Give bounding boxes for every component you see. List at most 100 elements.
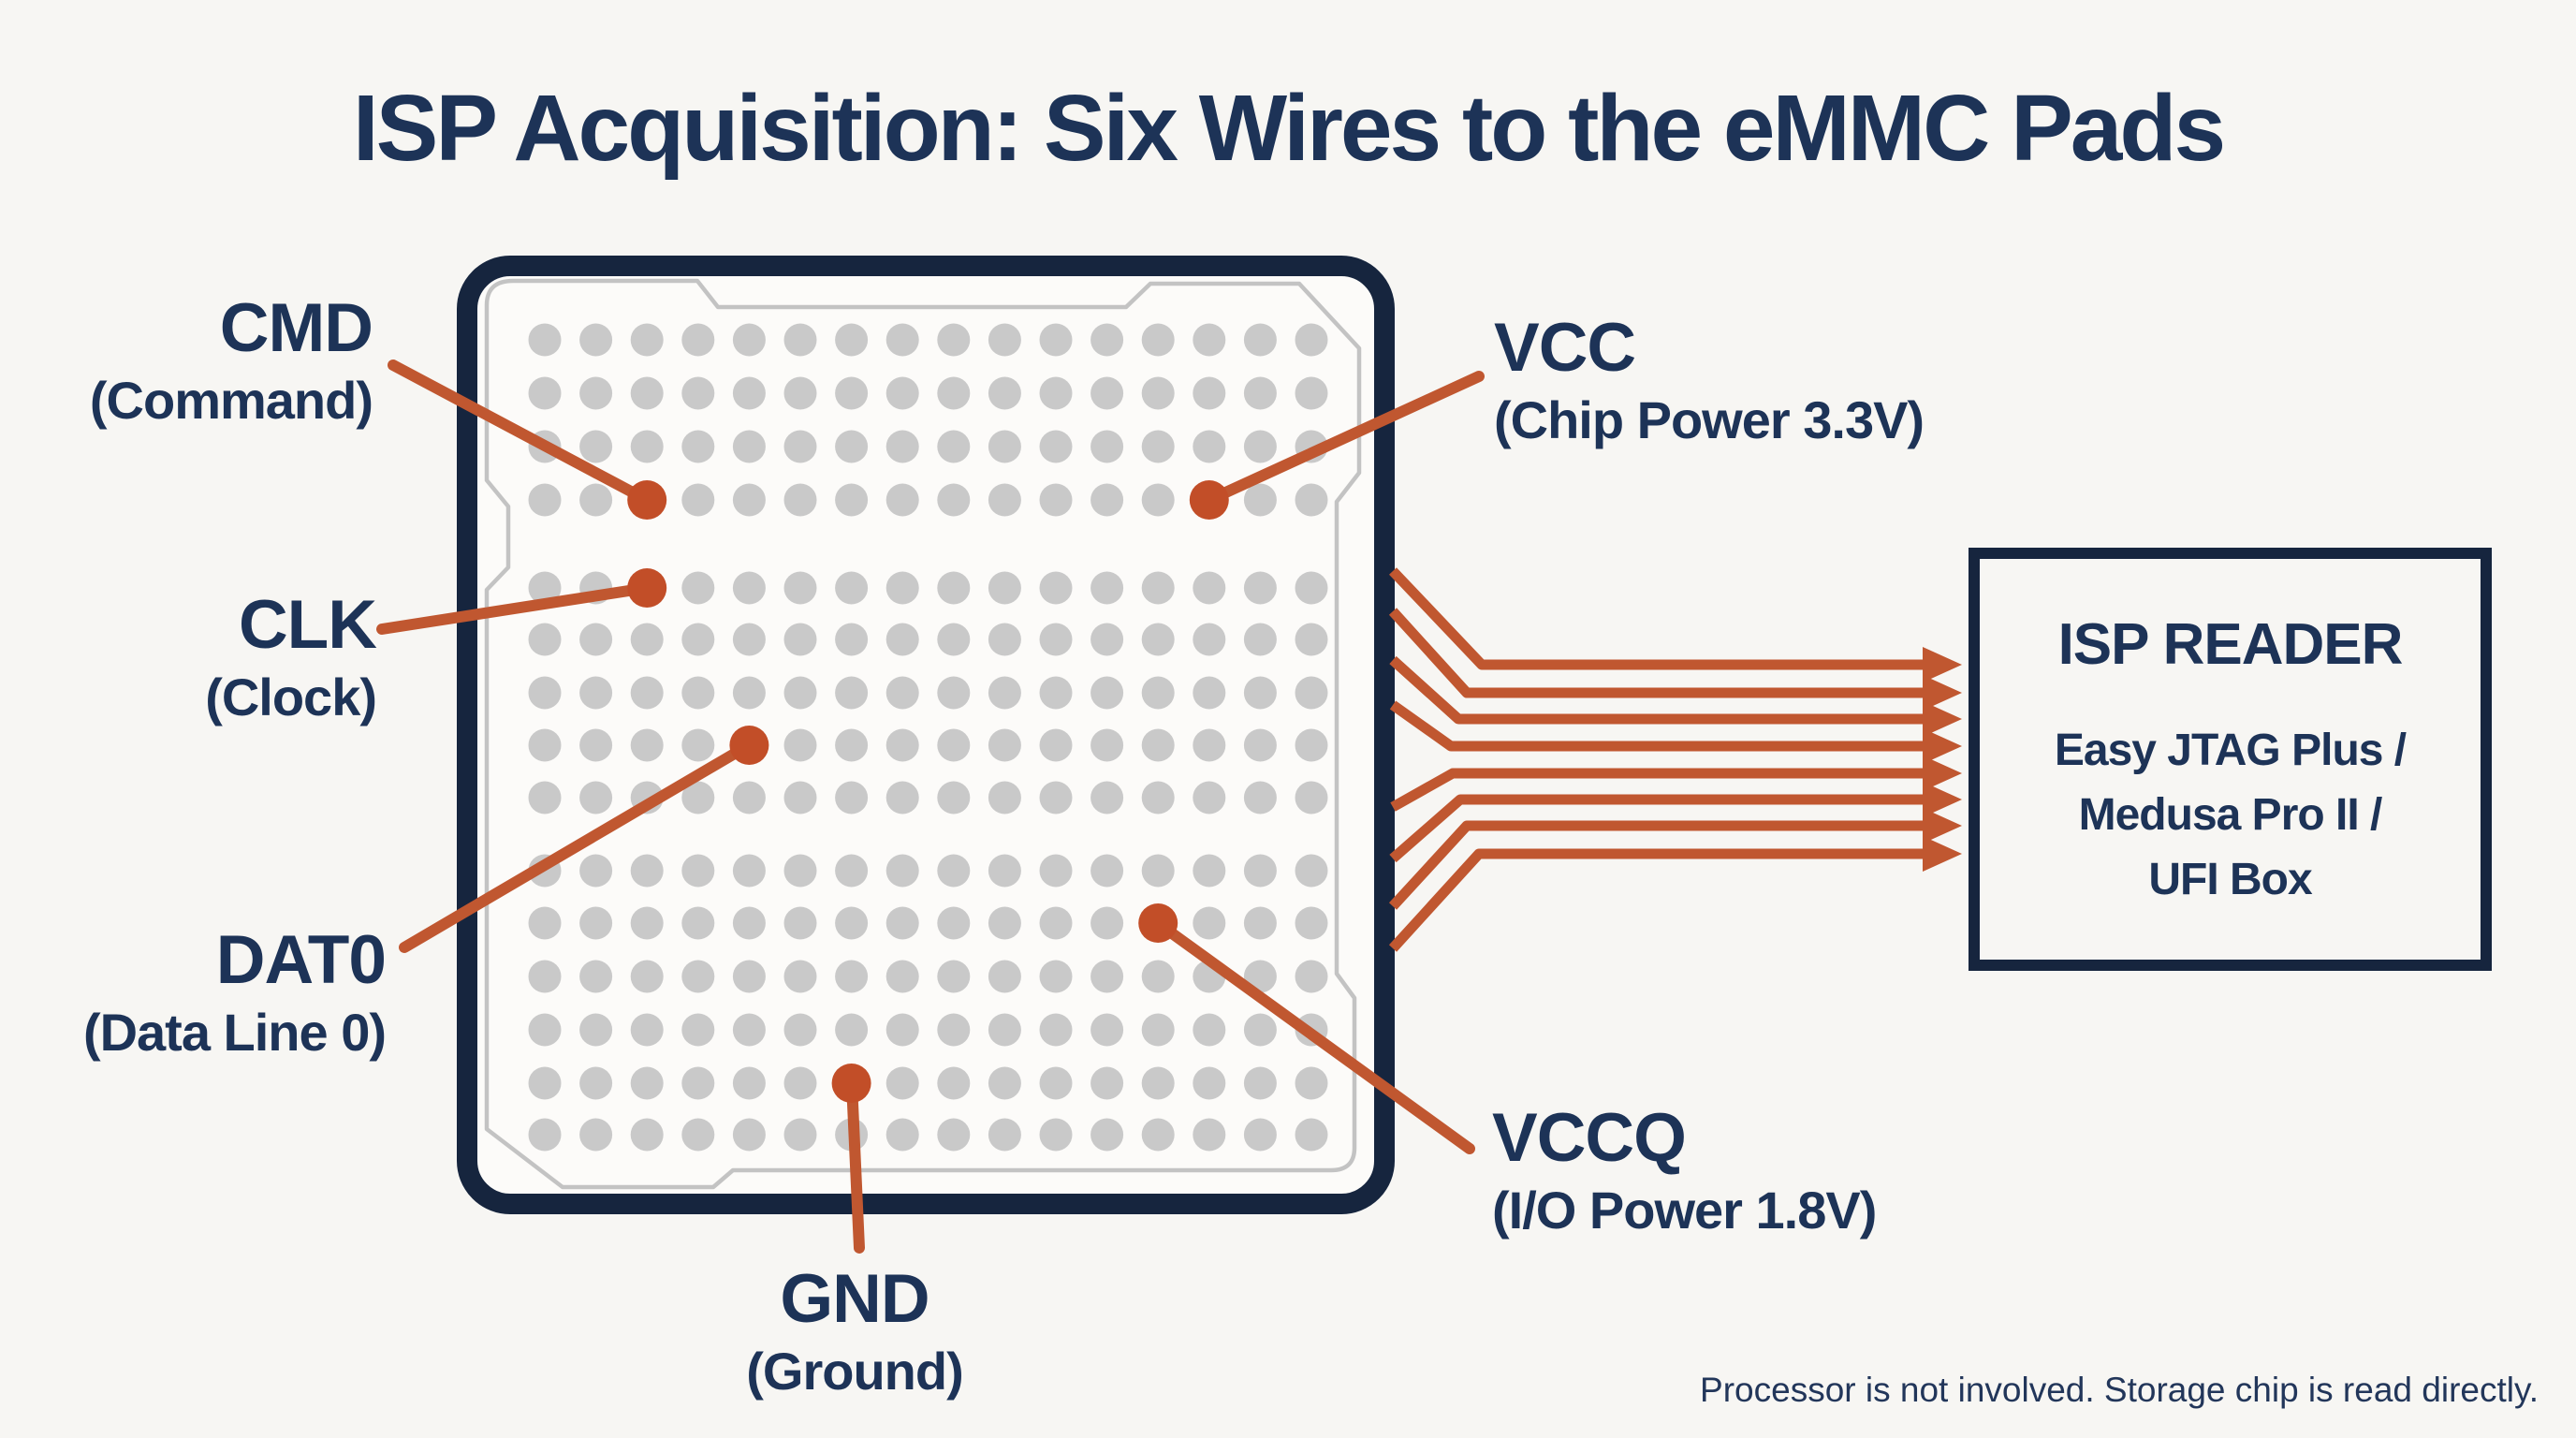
bga-pad [1243, 676, 1277, 710]
bga-pad [937, 376, 971, 410]
bga-pad [1243, 376, 1277, 410]
bga-pad [835, 623, 869, 656]
bga-pad [1193, 906, 1226, 940]
vcc-desc: (Chip Power 3.3V) [1494, 390, 1925, 449]
bga-pad [988, 906, 1021, 940]
bga-pad [937, 1013, 971, 1047]
bga-pad [835, 376, 869, 410]
bga-pad [681, 1066, 715, 1100]
wire-arrowhead-icon [1923, 675, 1962, 711]
bga-pad [1193, 854, 1226, 888]
label-clk: CLK (Clock) [39, 586, 377, 730]
bga-pad [988, 376, 1021, 410]
bga-pad [1141, 1013, 1175, 1047]
bga-pad [681, 728, 715, 762]
bga-pad [937, 430, 971, 463]
bga-pad-grid [528, 323, 1328, 1152]
bga-pad [835, 728, 869, 762]
bga-pad [1090, 623, 1124, 656]
bga-pad [528, 1066, 562, 1100]
bga-pad [732, 854, 766, 888]
label-vccq: VCCQ (I/O Power 1.8V) [1492, 1099, 2147, 1243]
bga-pad [1243, 323, 1277, 357]
wire [1388, 820, 1926, 910]
bga-pad [1141, 1118, 1175, 1152]
bga-pad [1243, 430, 1277, 463]
bga-pad [1295, 323, 1328, 357]
bga-pad [835, 323, 869, 357]
bga-pad [886, 676, 919, 710]
wire-arrowhead-icon [1923, 647, 1962, 682]
bga-pad [783, 376, 817, 410]
bga-pad [681, 781, 715, 814]
bga-pad [630, 728, 664, 762]
wire [1388, 848, 1926, 952]
bga-pad [732, 571, 766, 605]
bga-pad [937, 854, 971, 888]
bga-pad [1090, 571, 1124, 605]
bga-pad [732, 376, 766, 410]
label-dat0: DAT0 (Data Line 0) [49, 921, 387, 1065]
bga-pad [1295, 906, 1328, 940]
bga-pad [630, 1066, 664, 1100]
reader-heading: ISP READER [2057, 612, 2404, 677]
bga-pad [1141, 571, 1175, 605]
bga-pad [1039, 1066, 1073, 1100]
bga-pad [579, 676, 613, 710]
bga-pad [681, 623, 715, 656]
connector-vcc [1204, 371, 1485, 506]
bga-pad [783, 1118, 817, 1152]
bga-pad [1295, 571, 1328, 605]
bga-pad [1193, 1013, 1226, 1047]
bga-pad [1039, 906, 1073, 940]
bga-pad [528, 1118, 562, 1152]
bga-pad [681, 1013, 715, 1047]
bga-pad [1295, 483, 1328, 517]
bga-pad [1295, 854, 1328, 888]
bga-pad [988, 323, 1021, 357]
bga-pad [579, 960, 613, 993]
connector-dat0 [399, 740, 754, 953]
bga-pad [579, 781, 613, 814]
bga-pad [1039, 676, 1073, 710]
bga-pad [835, 483, 869, 517]
bga-pad [1090, 430, 1124, 463]
bga-pad [579, 1066, 613, 1100]
reader-device: UFI Box [2148, 855, 2312, 904]
bga-pad [783, 430, 817, 463]
bga-pad [988, 960, 1021, 993]
clk-desc: (Clock) [205, 668, 377, 726]
bga-pad [1039, 1013, 1073, 1047]
wire [1389, 655, 1926, 725]
dat0-name: DAT0 [215, 922, 387, 998]
wire [1389, 794, 1926, 863]
bga-pad [528, 1013, 562, 1047]
bga-pad [732, 623, 766, 656]
bga-pad [1141, 781, 1175, 814]
bga-pad [783, 781, 817, 814]
bga-pad [783, 571, 817, 605]
bga-pad [988, 1118, 1021, 1152]
bga-pad [630, 623, 664, 656]
bga-pad [528, 906, 562, 940]
connector-vccq [1152, 917, 1475, 1154]
vccq-name: VCCQ [1492, 1100, 1687, 1176]
bga-pad [1193, 571, 1226, 605]
bga-pad [1243, 906, 1277, 940]
bga-pad [1243, 483, 1277, 517]
bga-pad [937, 571, 971, 605]
bga-pad [1193, 323, 1226, 357]
reader-device: Easy JTAG Plus / [2054, 726, 2407, 775]
bga-pad [1141, 483, 1175, 517]
pad-gnd [831, 1064, 871, 1103]
bga-pad [579, 483, 613, 517]
bga-pad [886, 376, 919, 410]
bga-pad [1243, 854, 1277, 888]
bga-pad [732, 960, 766, 993]
wire-arrowhead-icon [1923, 728, 1962, 764]
bga-pad [1090, 676, 1124, 710]
bga-pad [579, 323, 613, 357]
bga-pad [886, 571, 919, 605]
bga-pad [630, 676, 664, 710]
bga-pad [783, 906, 817, 940]
